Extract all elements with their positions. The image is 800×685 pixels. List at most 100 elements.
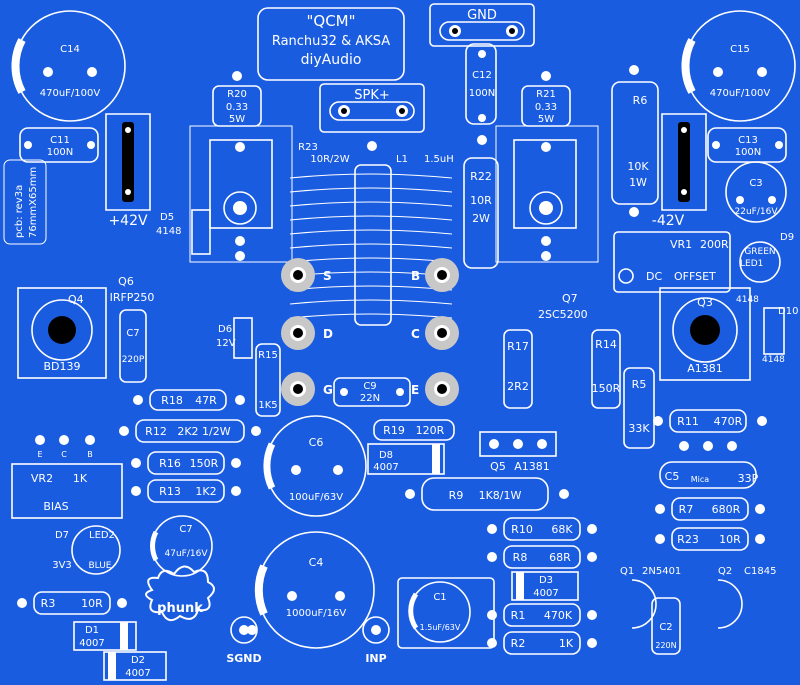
d7-ref: D7 (55, 530, 69, 541)
sgnd-label: SGND (226, 652, 261, 665)
c5-ref: C5 (665, 470, 680, 483)
r12-ref: R12 (145, 425, 167, 438)
c13-value: 100N (735, 147, 762, 158)
q2-outline (717, 579, 743, 629)
q6-value: IRFP250 (110, 291, 155, 304)
r3-outline (33, 591, 111, 615)
r13-outline (147, 479, 225, 503)
c9-ref: C9 (363, 381, 376, 392)
c9-outline (333, 377, 411, 407)
c5-type: Mica (691, 475, 710, 484)
inp-pad (362, 616, 390, 644)
r13-ref: R13 (159, 485, 181, 498)
c2-ref: C2 (659, 622, 672, 633)
q7-value: 2SC5200 (538, 308, 588, 321)
c15-ref: C15 (730, 44, 750, 55)
pin-b-small: B (87, 450, 93, 459)
r5-value: 33K (628, 422, 650, 435)
vr2-value: 1K (73, 472, 88, 485)
c13-outline (707, 127, 787, 163)
r23b-value: 10R (719, 533, 741, 546)
r22-outline (463, 157, 499, 269)
pin-b-label: B (411, 269, 420, 283)
q3-outline (659, 287, 751, 381)
d8-ref: D8 (379, 450, 393, 461)
r7-ref: R7 (679, 503, 694, 516)
r18-value: 47R (195, 394, 217, 407)
r23a-value: 10R/2W (310, 154, 349, 165)
d5-ref: D5 (160, 212, 174, 223)
d2-outline (103, 651, 167, 681)
d10-outline (763, 307, 785, 355)
c4-value: 1000uF/16V (286, 608, 347, 619)
c11-ref: C11 (50, 135, 70, 146)
r14-ref: R14 (595, 338, 617, 351)
inp-label: INP (365, 652, 386, 665)
gnd-connector-body (439, 21, 525, 41)
c2-value: 220N (655, 641, 676, 650)
d9-led-outline (739, 241, 781, 283)
r12-outline (135, 419, 245, 443)
r15-ref: R15 (258, 350, 278, 361)
r2-ref: R2 (511, 637, 526, 650)
r20-power: 5W (229, 114, 245, 125)
pin-s-label: S (323, 269, 332, 283)
c14-value: 470uF/100V (40, 88, 101, 99)
board-site: diyAudio (301, 52, 362, 68)
r16-ref: R16 (159, 457, 181, 470)
c4-ref: C4 (309, 556, 324, 569)
r18-outline (149, 389, 227, 411)
r19-ref: R19 (383, 424, 405, 437)
r11-value: 470R (714, 415, 743, 428)
r1-value: 470K (544, 609, 573, 622)
r10-value: 68K (551, 523, 573, 536)
pos-rail-label: +42V (108, 213, 148, 229)
d10-value: 4148 (762, 355, 785, 365)
r11-outline (669, 409, 747, 433)
d6-outline (233, 317, 253, 359)
r22-value: 10R (470, 194, 492, 207)
r17-ref: R17 (507, 340, 529, 353)
d8-value: 4007 (373, 462, 398, 473)
r1-outline (503, 603, 581, 627)
r23b-outline (671, 527, 749, 551)
r16-outline (147, 451, 225, 475)
d6-ref: D6 (218, 324, 232, 335)
c13-ref: C13 (738, 135, 758, 146)
c11-outline (19, 127, 99, 163)
board-subtitle: Ranchu32 & AKSA (272, 34, 390, 49)
r9-ref: R9 (449, 489, 464, 502)
pin-g-label: G (323, 383, 333, 397)
c12-value: 100N (469, 88, 496, 99)
d10-ref: D10 (778, 306, 798, 317)
r8-outline (503, 545, 581, 569)
vr2-outline (11, 463, 123, 519)
r20-value: 0.33 (226, 102, 248, 113)
board-title: "QCM" (306, 12, 355, 30)
r11-ref: R11 (677, 415, 699, 428)
neg-rail-clip (661, 113, 707, 211)
gnd-label: GND (467, 8, 497, 23)
q5-value: A1381 (514, 460, 550, 473)
r8-ref: R8 (513, 551, 528, 564)
vr2-ref: VR2 (31, 472, 53, 485)
q5-ref: Q5 (490, 460, 506, 473)
r7-outline (671, 497, 749, 521)
pin-e-small: E (37, 450, 42, 459)
c7b-value: 47uF/16V (165, 549, 209, 559)
rev-frame (3, 159, 47, 245)
spk-label: SPK+ (354, 88, 390, 103)
d1-ref: D1 (85, 625, 99, 636)
q4-value: BD139 (43, 360, 80, 373)
c7a-value: 220P (122, 355, 145, 365)
size-label: 76mmX65mm (28, 167, 39, 238)
r21-value: 0.33 (535, 102, 557, 113)
r6-outline (611, 81, 659, 205)
c12-outline (465, 43, 497, 125)
r23a-ref: R23 (298, 142, 318, 153)
c9-value: 22N (360, 393, 380, 404)
gnd-connector-frame (429, 3, 535, 47)
title-frame (257, 7, 405, 81)
r17-value: 2R2 (507, 380, 529, 393)
